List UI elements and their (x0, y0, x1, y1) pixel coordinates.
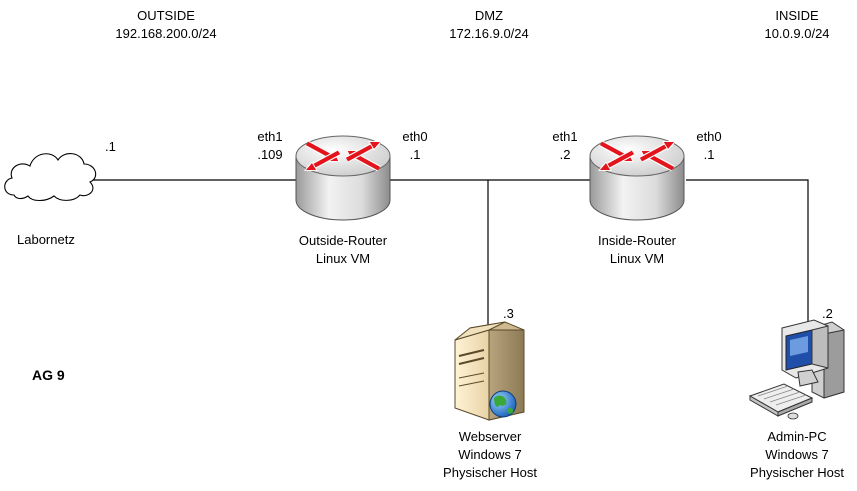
zone-outside-name: OUTSIDE (137, 8, 195, 23)
inside-router-eth0-ip: .1 (703, 147, 715, 162)
labornetz-ip: .1 (105, 139, 116, 154)
admin-pc-ip: .2 (822, 306, 833, 321)
inside-router-name: Inside-Router (597, 233, 677, 248)
inside-router-eth1-ip: .2 (559, 147, 571, 162)
webserver-os: Windows 7 (458, 447, 522, 462)
webserver-icon (454, 321, 525, 421)
admin-pc-host: Physischer Host (750, 465, 844, 480)
outside-router-eth1-ip: .109 (257, 147, 283, 162)
labornetz-label: Labornetz (17, 232, 75, 247)
group-label: AG 9 (32, 367, 65, 383)
admin-pc-name: Admin-PC (767, 429, 827, 444)
network-links (48, 179, 809, 328)
outside-router-eth0: eth0 (402, 129, 428, 144)
inside-router-eth1: eth1 (552, 129, 578, 144)
outside-router-icon (295, 135, 391, 221)
outside-router-name: Outside-Router (298, 233, 388, 248)
admin-pc-os: Windows 7 (765, 447, 829, 462)
admin-pc-icon (748, 319, 845, 420)
inside-router-eth0: eth0 (696, 129, 722, 144)
inside-router-icon (589, 135, 685, 221)
outside-router-eth0-ip: .1 (409, 147, 421, 162)
zone-dmz-subnet: 172.16.9.0/24 (449, 26, 529, 41)
outside-router-type: Linux VM (315, 251, 371, 266)
webserver-ip: .3 (503, 306, 514, 321)
inside-router-type: Linux VM (609, 251, 665, 266)
zone-outside-subnet: 192.168.200.0/24 (115, 26, 217, 41)
zone-inside-name: INSIDE (775, 8, 819, 23)
webserver-name: Webserver (458, 429, 522, 444)
webserver-host: Physischer Host (443, 465, 537, 480)
link-inside-router-admin-pc (686, 179, 809, 325)
zone-inside-subnet: 10.0.9.0/24 (764, 26, 830, 41)
outside-router-eth1: eth1 (257, 129, 283, 144)
zone-dmz-name: DMZ (474, 8, 504, 23)
cloud-icon (4, 153, 97, 202)
